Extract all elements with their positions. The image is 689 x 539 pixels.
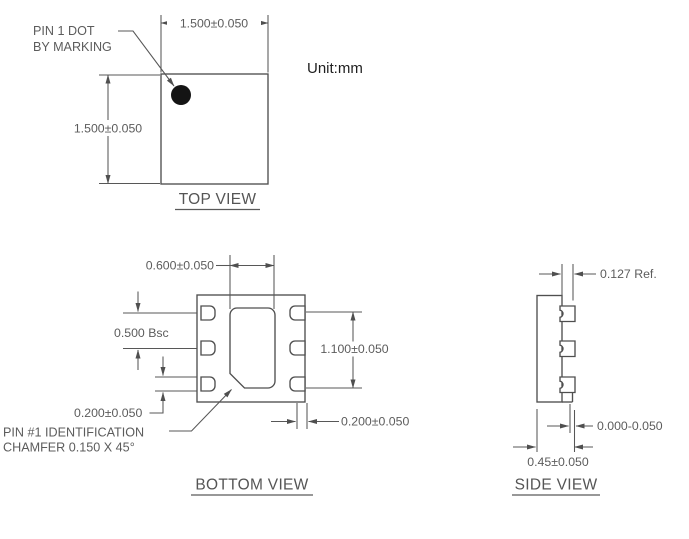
left-pads bbox=[200, 305, 216, 392]
pad-2 bbox=[200, 340, 216, 356]
top-height-dimension: 1.500±0.050 bbox=[66, 74, 160, 185]
thickness-dim-label: 0.45±0.050 bbox=[527, 455, 589, 469]
top-view: 1.500±0.050 1.500±0.050 PIN 1 DOT BY MAR… bbox=[33, 15, 269, 211]
cavity-width-dimension: 0.600±0.050 bbox=[146, 255, 275, 309]
pad-width-right-dim-label: 0.200±0.050 bbox=[341, 415, 409, 429]
side-castellations bbox=[559, 305, 576, 394]
chamfer-note-line2: CHAMFER 0.150 X 45° bbox=[3, 441, 135, 455]
right-pads bbox=[289, 305, 306, 392]
pad-pitch-dimension: 0.500 Bsc bbox=[114, 291, 197, 370]
center-pad-chamfered bbox=[229, 307, 276, 389]
bottom-view: 0.600±0.050 0.500 Bsc 0.200±0.050 1.100±… bbox=[3, 255, 409, 496]
side-view-title: SIDE VIEW bbox=[515, 477, 598, 494]
side-view-body bbox=[536, 294, 563, 403]
pad-length-dimension: 1.100±0.050 bbox=[306, 311, 389, 389]
chamfer-leader-line bbox=[169, 389, 232, 432]
pad-3 bbox=[200, 376, 216, 392]
pad-width-right-dimension: 0.200±0.050 bbox=[271, 403, 409, 429]
pad-width-left-dimension: 0.200±0.050 bbox=[74, 356, 197, 420]
top-width-dim-label: 1.500±0.050 bbox=[180, 17, 248, 31]
thickness-dimension: 0.45±0.050 bbox=[513, 409, 593, 469]
pin1-callout: PIN 1 DOT BY MARKING bbox=[33, 24, 175, 87]
chamfer-note-line1: PIN #1 IDENTIFICATION bbox=[3, 426, 144, 440]
cavity-width-dim-label: 0.600±0.050 bbox=[146, 259, 214, 273]
metallization-dimension: 0.127 Ref. bbox=[539, 264, 657, 301]
pin1-marking-dot bbox=[171, 85, 191, 105]
top-height-dim-label: 1.500±0.050 bbox=[74, 122, 142, 136]
pin1-callout-line1: PIN 1 DOT bbox=[33, 24, 95, 38]
pad-pitch-dim-label: 0.500 Bsc bbox=[114, 326, 169, 340]
top-width-dimension: 1.500±0.050 bbox=[160, 15, 269, 73]
pad-length-dim-label: 1.100±0.050 bbox=[320, 342, 388, 356]
castellation-3 bbox=[559, 376, 576, 394]
pad-1 bbox=[200, 305, 216, 321]
standoff-dim-label: 0.000-0.050 bbox=[597, 419, 663, 433]
pad-6 bbox=[289, 305, 306, 321]
pin1-leader-line bbox=[118, 30, 175, 87]
pin1-callout-line2: BY MARKING bbox=[33, 40, 112, 54]
pad-5 bbox=[289, 340, 306, 356]
castellation-2 bbox=[559, 340, 576, 358]
chamfer-note: PIN #1 IDENTIFICATION CHAMFER 0.150 X 45… bbox=[3, 389, 232, 455]
metallization-dim-label: 0.127 Ref. bbox=[600, 267, 657, 281]
castellation-1 bbox=[559, 305, 576, 323]
top-view-title: TOP VIEW bbox=[179, 191, 257, 208]
pad-4 bbox=[289, 376, 306, 392]
side-view: 0.127 Ref. 0.000-0.050 0.45±0.050 SIDE V… bbox=[512, 264, 663, 496]
standoff-dimension: 0.000-0.050 bbox=[547, 404, 663, 452]
unit-label: Unit:mm bbox=[307, 60, 363, 77]
pad-width-left-dim-label: 0.200±0.050 bbox=[74, 406, 142, 420]
bottom-view-title: BOTTOM VIEW bbox=[195, 477, 308, 494]
